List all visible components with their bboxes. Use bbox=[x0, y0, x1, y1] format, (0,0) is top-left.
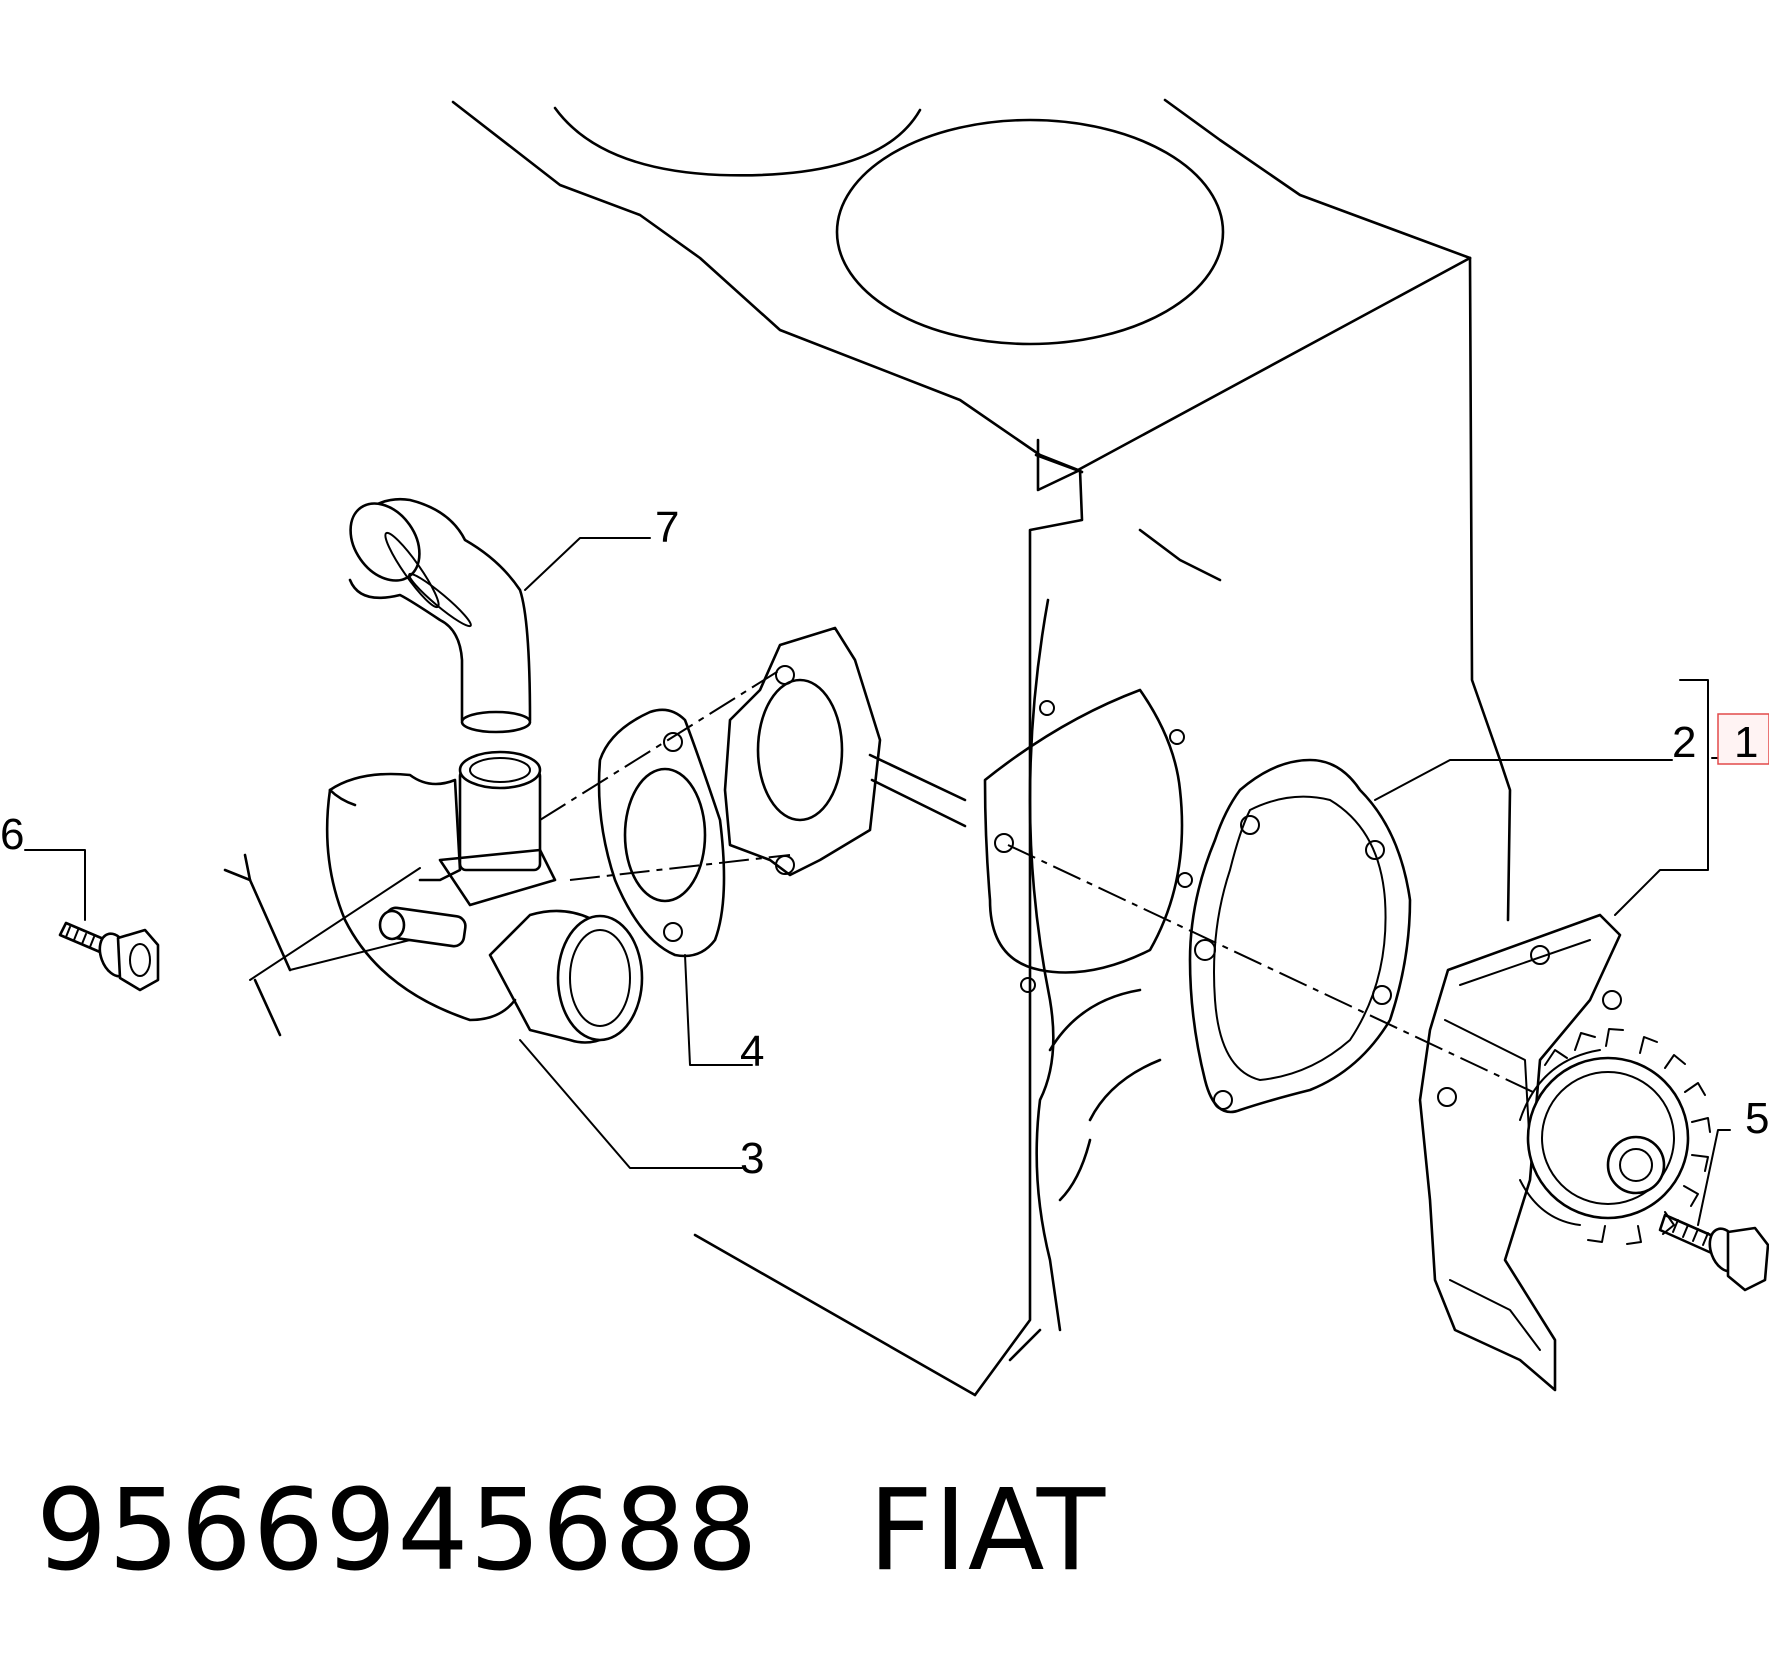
callouts: 1 2 3 4 5 6 7 bbox=[0, 503, 1769, 1183]
callout-2: 2 bbox=[1672, 718, 1696, 767]
water-pump-assembly-1 bbox=[1418, 913, 1711, 1392]
brand-name: FIAT bbox=[868, 1466, 1107, 1596]
callout-3: 3 bbox=[740, 1134, 764, 1183]
pump-gear bbox=[1519, 1028, 1711, 1245]
callout-5: 5 bbox=[1745, 1094, 1769, 1143]
callout-4: 4 bbox=[740, 1027, 764, 1076]
engine-block bbox=[451, 98, 1512, 1397]
callout-1: 1 bbox=[1734, 718, 1758, 767]
part-number: 9566945688 bbox=[36, 1466, 759, 1596]
bolt-6 bbox=[58, 921, 160, 992]
thermostat-housing-3 bbox=[223, 750, 644, 1044]
leader-lines bbox=[24, 537, 1731, 1226]
callout-1-highlight bbox=[1717, 713, 1769, 765]
flange-and-gasket-4 bbox=[539, 626, 882, 958]
water-pump-gasket-2 bbox=[1007, 758, 1551, 1114]
hose-elbow-7 bbox=[348, 497, 532, 734]
callout-7: 7 bbox=[655, 503, 679, 552]
callout-6: 6 bbox=[0, 810, 24, 859]
part-caption: 9566945688 FIAT bbox=[36, 1475, 1106, 1587]
bolt-5 bbox=[1658, 1213, 1769, 1292]
